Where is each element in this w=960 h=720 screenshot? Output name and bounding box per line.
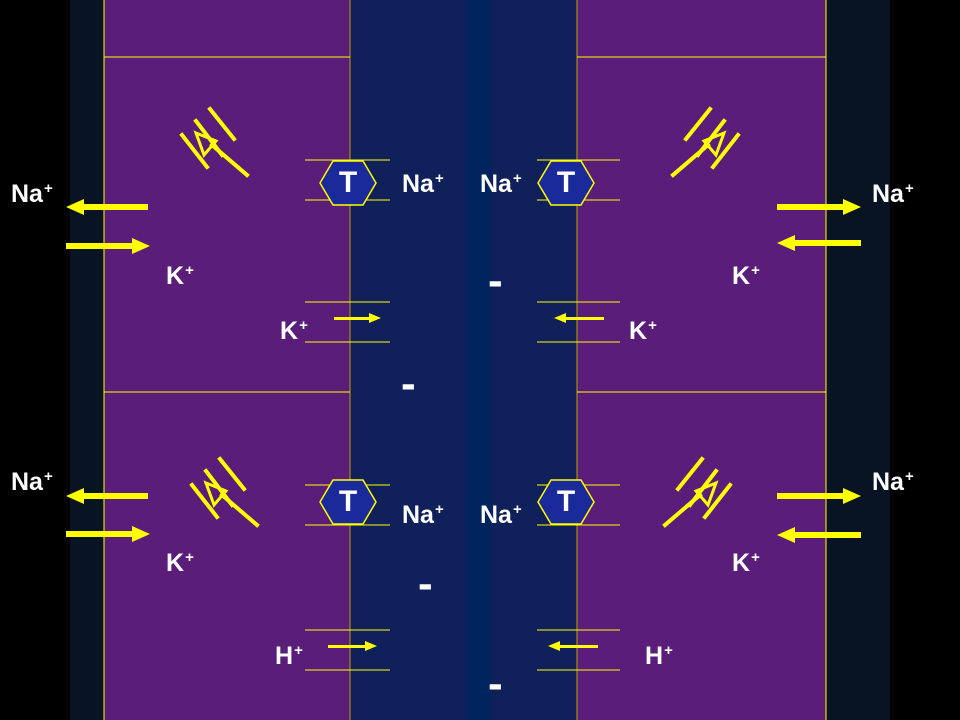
na-label-upper-left-outer: Na+ bbox=[11, 180, 53, 208]
transporter-hexagon-icon bbox=[319, 160, 595, 525]
h-label-lower-right-channel: H+ bbox=[645, 642, 673, 670]
k-label-upper-right-channel: K+ bbox=[629, 317, 657, 345]
k-label-upper-left-channel: K+ bbox=[280, 317, 308, 345]
transporter-label-upper-left: T bbox=[338, 166, 358, 199]
transporter-label-lower-left: T bbox=[338, 485, 358, 518]
atpase-pump-icon bbox=[179, 106, 741, 528]
cell-upper-right bbox=[577, 0, 826, 392]
lumen bbox=[350, 0, 577, 720]
na-label-upper-right-lumen: Na+ bbox=[480, 170, 522, 198]
na-label-upper-left-lumen: Na+ bbox=[402, 170, 444, 198]
na-label-upper-right-outer: Na+ bbox=[872, 180, 914, 208]
tissue-shadow-left bbox=[70, 0, 104, 720]
na-label-lower-left-lumen: Na+ bbox=[402, 501, 444, 529]
transporter-label-lower-right: T bbox=[556, 485, 576, 518]
charge-sign-1: - bbox=[488, 256, 503, 305]
k-label-lower-right-cell: K+ bbox=[732, 549, 760, 577]
na-label-lower-right-outer: Na+ bbox=[872, 468, 914, 496]
k-label-lower-left-cell: K+ bbox=[166, 549, 194, 577]
tissue-shadow-right bbox=[826, 0, 890, 720]
charge-sign-3: - bbox=[418, 559, 433, 608]
na-label-lower-left-outer: Na+ bbox=[11, 468, 53, 496]
transporter-label-upper-right: T bbox=[556, 166, 576, 199]
channel-arrow-icon bbox=[328, 313, 604, 651]
charge-sign-2: - bbox=[401, 359, 416, 408]
channel-membranes bbox=[305, 301, 620, 671]
na-label-lower-right-lumen: Na+ bbox=[480, 501, 522, 529]
cell-upper-left bbox=[104, 0, 350, 392]
cell-borders bbox=[103, 0, 827, 720]
lumen-center-shade bbox=[466, 0, 491, 720]
k-label-upper-right-cell: K+ bbox=[732, 262, 760, 290]
h-label-lower-left-channel: H+ bbox=[275, 642, 303, 670]
cell-lower-left bbox=[104, 392, 350, 720]
k-label-upper-left-cell: K+ bbox=[166, 262, 194, 290]
arrow-icon bbox=[66, 199, 861, 543]
charge-sign-4: - bbox=[488, 659, 503, 708]
cell-lower-right bbox=[577, 392, 826, 720]
